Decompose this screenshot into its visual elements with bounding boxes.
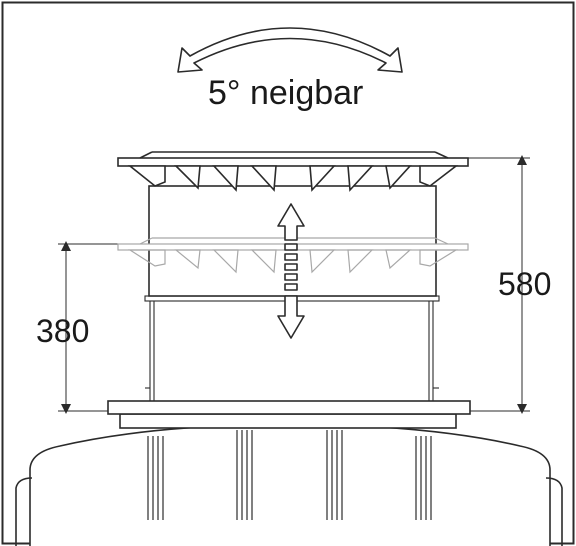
tilt-double-arrow [177, 27, 403, 73]
tank-body [15, 423, 563, 546]
dimension-label-380: 380 [36, 313, 90, 349]
height-adjust-arrow [277, 203, 305, 339]
dimension-label-580: 580 [498, 266, 552, 302]
tank-ribs [147, 430, 432, 520]
tilt-label: 5° neigbar [208, 74, 364, 112]
base-collar [107, 400, 471, 429]
lid-raised-position [117, 151, 469, 192]
